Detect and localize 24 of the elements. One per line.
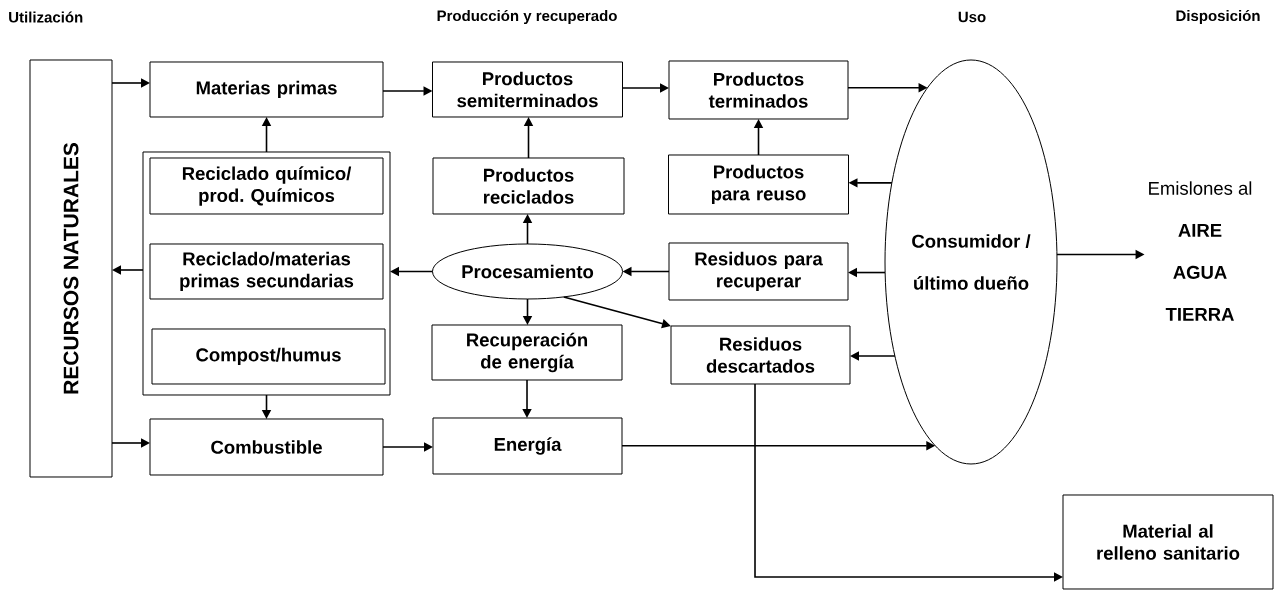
arrow: [382, 442, 433, 452]
column-heading: Uso: [958, 11, 986, 23]
column-heading: Utilización: [9, 11, 83, 23]
process-box: Residuos descartados: [670, 325, 851, 385]
process-box: Productos reciclados: [432, 157, 625, 215]
arrow: [111, 78, 150, 88]
landfill-box: Material al relleno sanitario: [1062, 494, 1274, 590]
process-box: Productos para reuso: [668, 154, 849, 215]
process-box: Residuos para recuperar: [668, 242, 849, 301]
process-box: Compost/humus: [151, 328, 386, 385]
process-box: Materias primas: [149, 61, 384, 118]
process-box: Reciclado químico/ prod. Químicos: [149, 157, 384, 215]
process-box: Energía: [432, 417, 623, 475]
process-box: Productos terminados: [668, 60, 849, 120]
process-box: Reciclado/materias primas secundarias: [149, 243, 384, 300]
emissions-text: Emislones al AIRE AGUA TIERRA: [1149, 181, 1252, 321]
process-box: Combustible: [149, 418, 384, 476]
resource-box: RECURSOS NATURALES: [29, 59, 113, 478]
group-box: [142, 151, 391, 396]
process-box: Productos semiterminados: [432, 61, 623, 118]
column-heading: Producción y recuperado: [437, 9, 617, 25]
arrow: [111, 438, 150, 448]
column-heading: Disposición: [1176, 9, 1260, 25]
process-box: Recuperación de energía: [431, 324, 623, 381]
